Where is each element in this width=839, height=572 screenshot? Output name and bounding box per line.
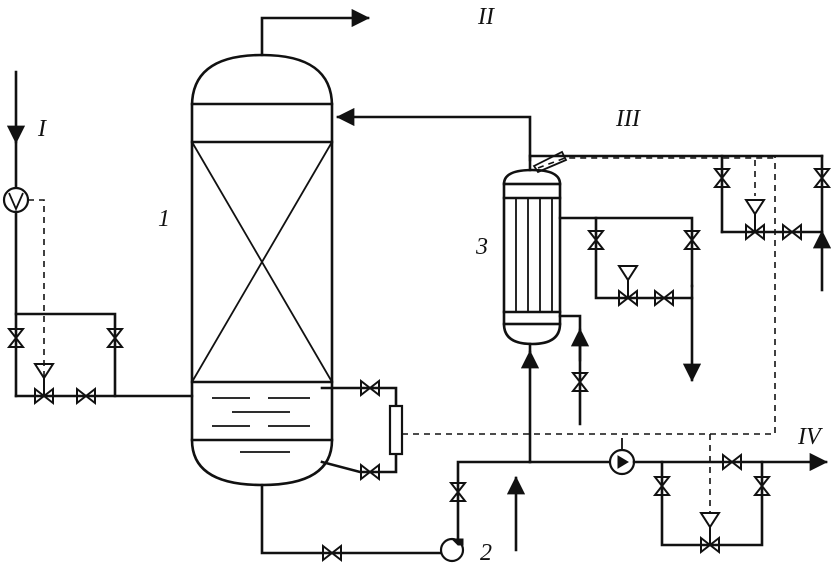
product-line [528, 434, 828, 553]
distillation-column [190, 53, 334, 487]
stream-label-iv: IV [797, 424, 823, 450]
stream-label-iii: III [615, 106, 641, 132]
feed-line [2, 70, 194, 404]
cooling-water-circuit [558, 216, 702, 426]
stream-label-i: I [37, 116, 47, 142]
condenser [502, 150, 568, 346]
distillate-line [528, 154, 832, 292]
equipment-label-2: 2 [480, 540, 492, 566]
overhead-vapour-line [260, 8, 370, 57]
liquid-level-marks [212, 397, 310, 453]
stream-label-ii: II [477, 4, 495, 30]
equipment-label-1: 1 [158, 206, 170, 232]
equipment-label-3: 3 [475, 234, 488, 260]
level-gauge [320, 156, 776, 480]
bottoms-line [260, 460, 532, 563]
reflux-line [336, 107, 532, 162]
